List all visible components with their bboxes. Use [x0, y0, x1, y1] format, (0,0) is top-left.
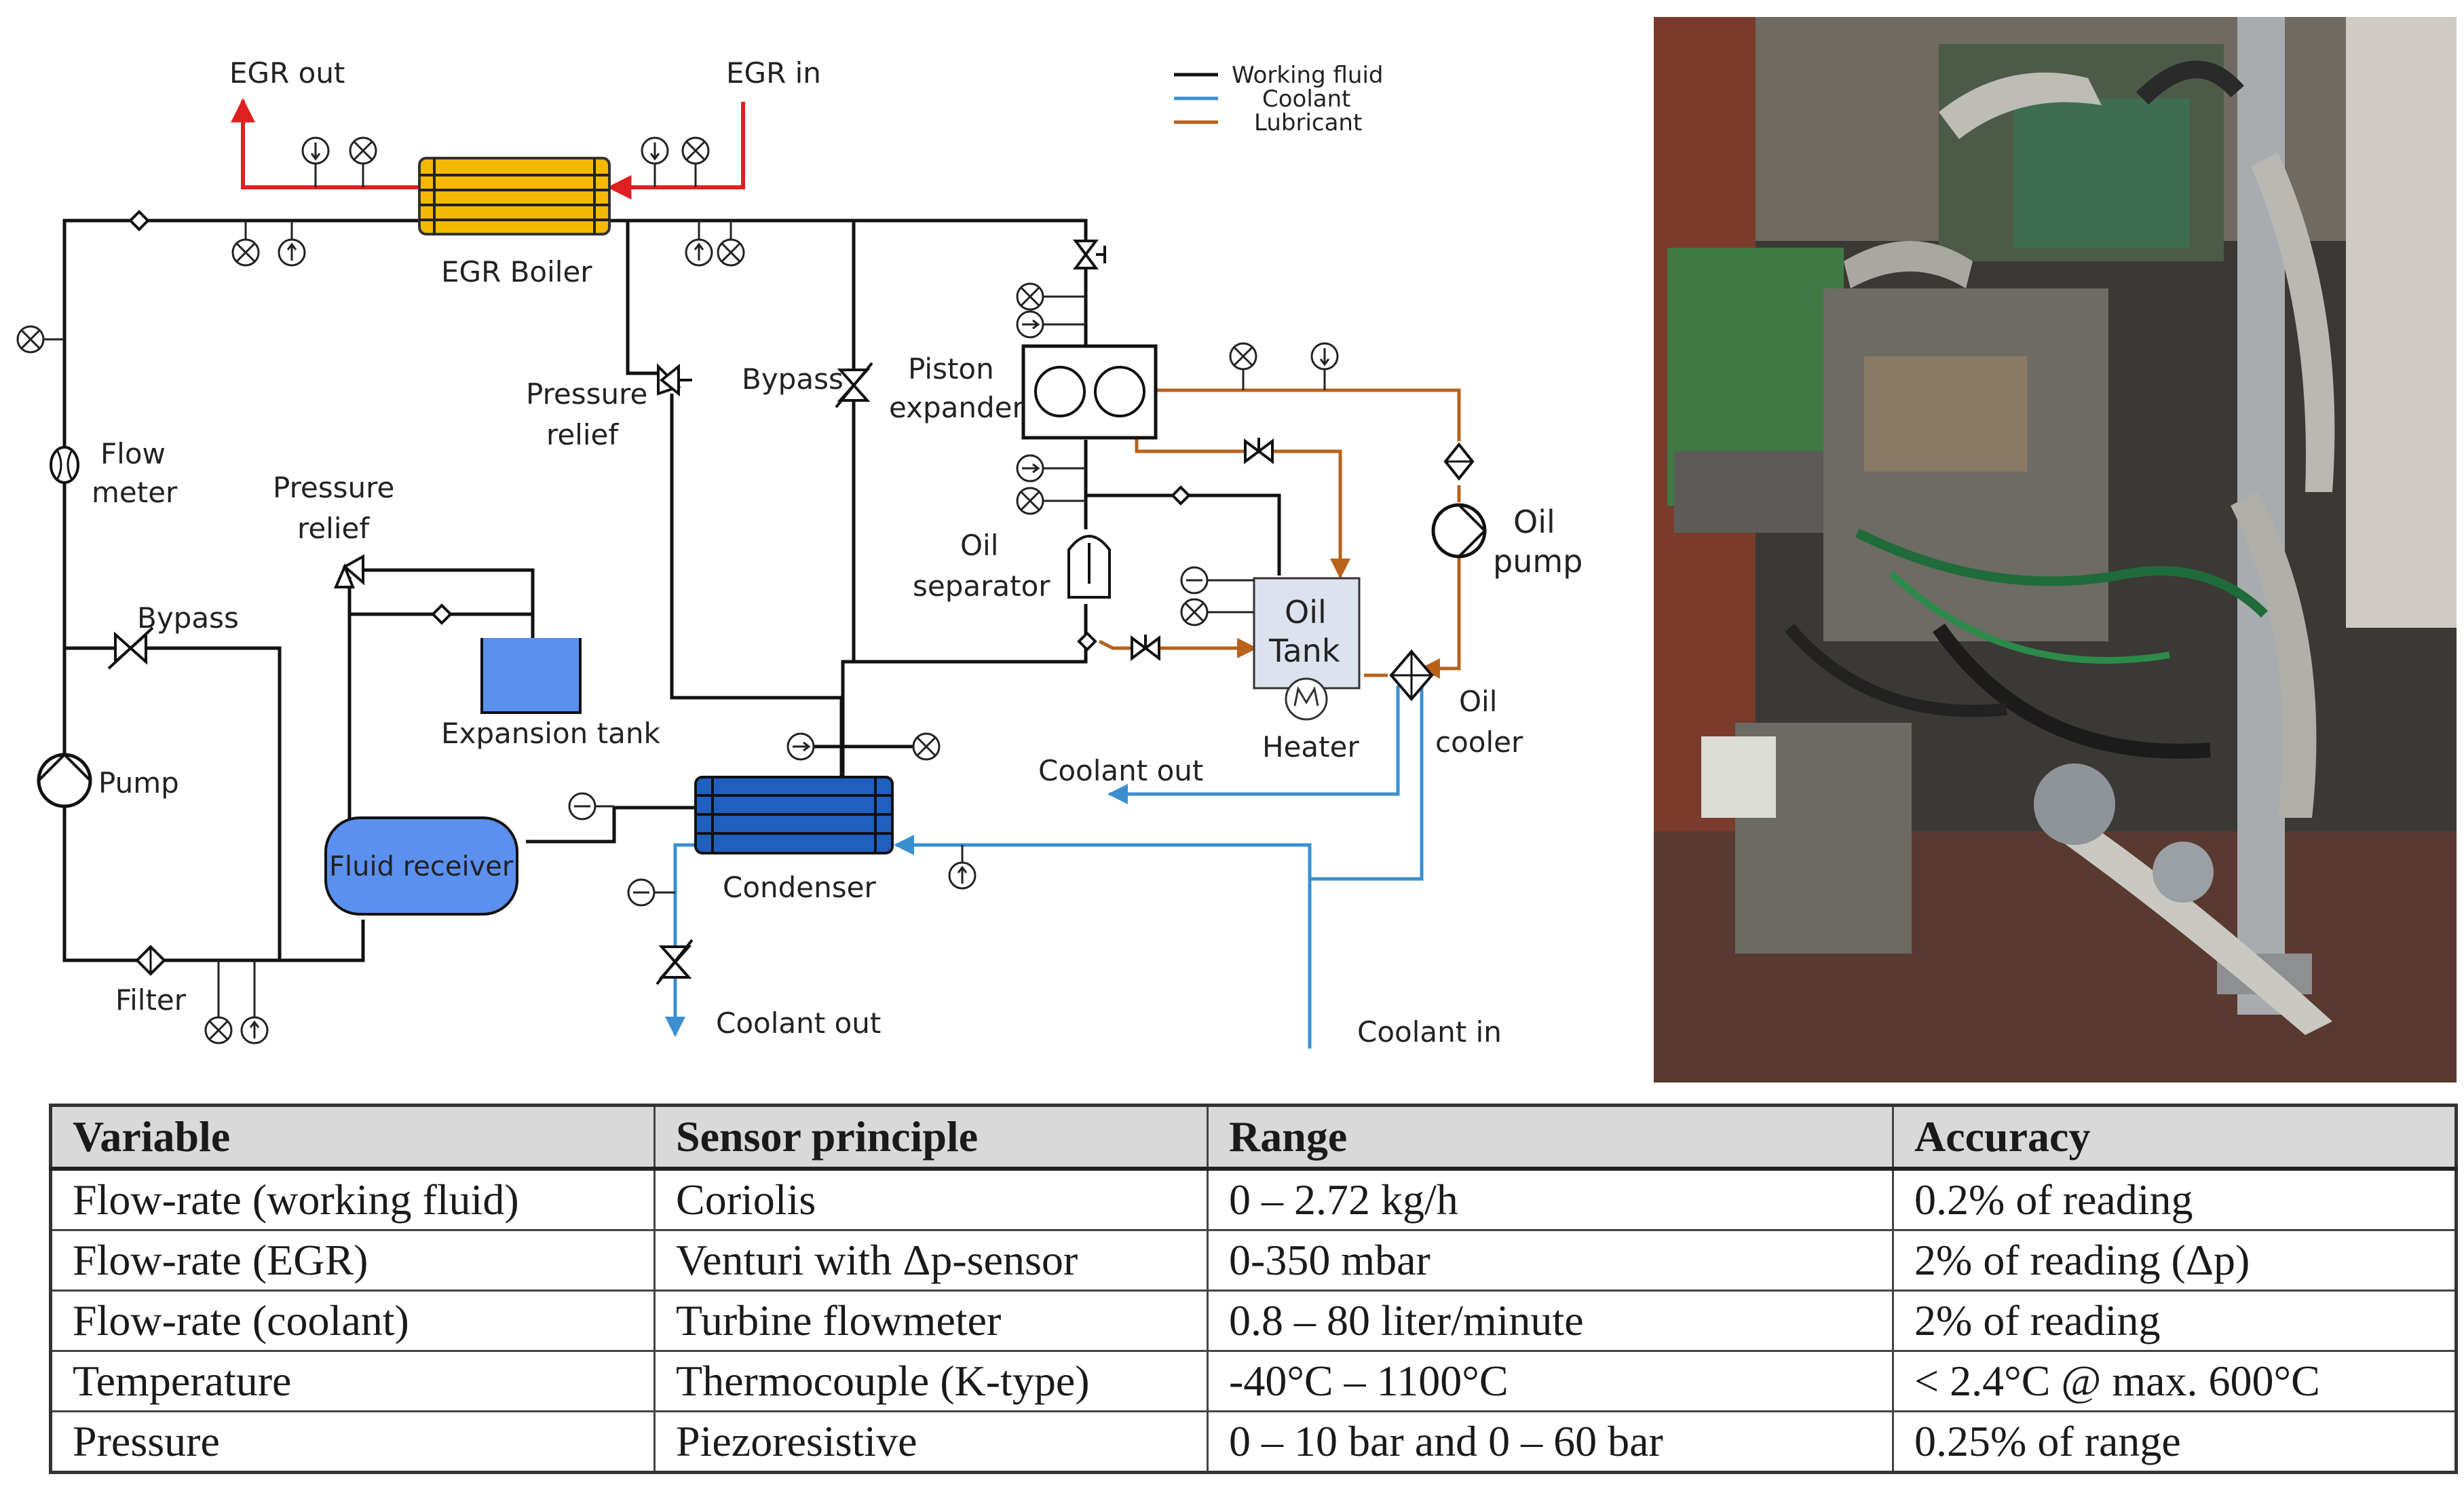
label-oil-tank-2: Tank [1268, 633, 1340, 669]
egr-boiler [418, 157, 611, 236]
label-piston-expander-1: Piston [908, 352, 994, 385]
label-oil-separator-1: Oil [960, 529, 998, 562]
legend: Working fluid Coolant Lubricant [1174, 62, 1383, 136]
header-sensor-principle: Sensor principle [653, 1104, 1209, 1171]
table-cell: Flow-rate (EGR) [50, 1229, 656, 1292]
table-row: Flow-rate (coolant) Turbine flowmeter 0.… [50, 1290, 2457, 1352]
table-row: Temperature Thermocouple (K-type) -40°C … [50, 1350, 2457, 1412]
table-cell: Piezoresistive [653, 1410, 1209, 1473]
oil-cooler [1389, 649, 1434, 702]
table-cell: 0.8 – 80 liter/minute [1207, 1290, 1894, 1352]
table-cell: -40°C – 1100°C [1207, 1350, 1894, 1412]
label-pressure-relief-2b: relief [297, 512, 370, 545]
sensor-table: Variable Sensor principle Range Accuracy… [49, 1104, 2458, 1474]
table-cell: < 2.4°C @ max. 600°C [1892, 1350, 2457, 1412]
label-oil-separator-2: separator [913, 569, 1050, 603]
header-variable: Variable [50, 1104, 656, 1171]
table-cell: Pressure [50, 1410, 656, 1473]
table-cell: 0.25% of range [1892, 1410, 2457, 1473]
label-fluid-receiver: Fluid receiver [329, 851, 514, 882]
check-valves [128, 210, 1191, 652]
piston-expander [1021, 344, 1158, 440]
label-pressure-relief-1a: Pressure [526, 377, 647, 411]
pump [37, 753, 92, 808]
table-cell: 0-350 mbar [1207, 1229, 1894, 1292]
temperature-sensors [16, 136, 1257, 1044]
label-bypass-top: Bypass [742, 362, 844, 396]
pressure-sensors [240, 136, 1339, 1044]
table-cell: Coriolis [653, 1167, 1209, 1231]
label-coolant-in: Coolant in [1357, 1015, 1502, 1049]
table-header-row: Variable Sensor principle Range Accuracy [50, 1104, 2457, 1171]
valves [107, 240, 1274, 985]
legend-coolant: Coolant [1262, 86, 1351, 113]
label-oil-cooler-2: cooler [1435, 726, 1523, 759]
label-coolant-out-top: Coolant out [1038, 754, 1203, 787]
table-cell: Venturi with Δp-sensor [653, 1229, 1209, 1292]
expansion-tank [480, 638, 582, 714]
label-egr-in: EGR in [726, 56, 821, 90]
legend-working-fluid: Working fluid [1232, 62, 1383, 89]
table-cell: 2% of reading (Δp) [1892, 1229, 2457, 1292]
header-range: Range [1207, 1104, 1894, 1171]
orc-system-diagram: Working fluid Coolant Lubricant EGR out … [16, 56, 1582, 1049]
label-egr-out: EGR out [229, 56, 345, 90]
filter [135, 945, 166, 976]
label-egr-boiler: EGR Boiler [441, 255, 592, 288]
header-accuracy: Accuracy [1892, 1104, 2457, 1171]
table-cell: Flow-rate (coolant) [50, 1290, 656, 1352]
label-flow-meter-2: meter [92, 476, 178, 509]
label-bypass-left: Bypass [137, 601, 239, 635]
label-filter: Filter [115, 983, 187, 1017]
table-cell: Turbine flowmeter [653, 1290, 1209, 1352]
label-heater: Heater [1262, 730, 1359, 764]
label-pressure-relief-1b: relief [546, 418, 619, 451]
label-oil-cooler-1: Oil [1459, 685, 1497, 718]
label-piston-expander-2: expander [889, 391, 1024, 424]
pressure-relief-valves [333, 363, 692, 588]
oil-pump [1431, 442, 1487, 559]
sensor-table-header: Variable Sensor principle Range Accuracy [50, 1104, 2457, 1171]
sensor-table-body: Flow-rate (working fluid) Coriolis 0 – 2… [50, 1167, 2457, 1473]
table-cell: 0.2% of reading [1892, 1167, 2457, 1231]
label-pressure-relief-2a: Pressure [273, 471, 394, 504]
coolant-lines [665, 685, 1424, 1049]
lubricant-lines [1098, 388, 1461, 679]
condenser [694, 776, 894, 854]
oil-tank [1253, 577, 1361, 721]
table-row: Pressure Piezoresistive 0 – 10 bar and 0… [50, 1410, 2457, 1473]
table-row: Flow-rate (working fluid) Coriolis 0 – 2… [50, 1167, 2457, 1231]
table-cell: 0 – 10 bar and 0 – 60 bar [1207, 1410, 1894, 1473]
label-oil-pump-1: Oil [1513, 504, 1555, 540]
label-pump: Pump [98, 766, 179, 799]
flow-meter [50, 446, 79, 484]
label-flow-meter-1: Flow [100, 437, 166, 470]
component-labels: EGR out EGR in EGR Boiler Flow meter Pre… [92, 56, 1582, 1049]
table-cell: Flow-rate (working fluid) [50, 1167, 656, 1231]
label-oil-tank-1: Oil [1285, 594, 1327, 630]
label-condenser: Condenser [723, 871, 876, 904]
table-cell: Temperature [50, 1350, 656, 1412]
label-oil-pump-2: pump [1493, 543, 1582, 580]
fluid-receiver [324, 816, 518, 916]
table-row: Flow-rate (EGR) Venturi with Δp-sensor 0… [50, 1229, 2457, 1292]
legend-lubricant: Lubricant [1254, 109, 1362, 136]
oil-separator [1067, 535, 1111, 599]
sensor-stems [43, 164, 1326, 1017]
label-coolant-out-bottom: Coolant out [716, 1006, 881, 1040]
test-bench-photo [1654, 17, 2457, 1083]
table-cell: Thermocouple (K-type) [653, 1350, 1209, 1412]
label-expansion-tank: Expansion tank [441, 717, 660, 750]
table-cell: 0 – 2.72 kg/h [1207, 1167, 1894, 1231]
table-cell: 2% of reading [1892, 1290, 2457, 1352]
